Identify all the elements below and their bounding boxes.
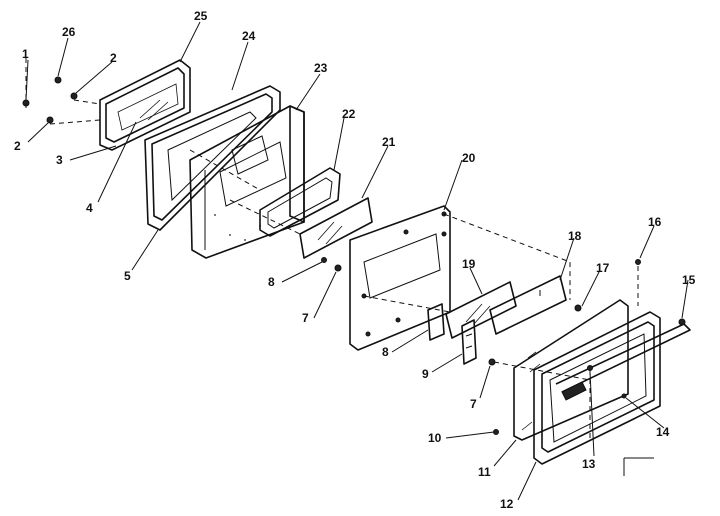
callout-9: 9 [422,367,429,381]
outer-door-frame-part-12 [533,311,661,465]
callout-21: 21 [382,135,396,149]
callout-19: 19 [462,257,476,271]
screw-part-26 [54,76,62,84]
door-liner-part-25 [99,59,191,151]
glass-panel-part-19 [445,281,517,339]
callout-22: 22 [342,107,356,121]
callout-5: 5 [124,269,131,283]
callout-26: 26 [62,25,76,39]
screw-part-14 [621,393,627,399]
door-frame-part-23 [189,105,305,259]
callout-7b: 7 [470,397,477,411]
callout-2b: 2 [14,139,21,153]
callout-13: 13 [582,457,596,471]
callout-10: 10 [428,431,442,445]
screw-part-2a [46,116,54,124]
callout-8a: 8 [268,275,275,289]
callout-18: 18 [568,229,582,243]
callout-14: 14 [656,425,670,439]
inner-door-panel-part-20 [349,205,451,351]
screw-part-7a [334,264,342,272]
leader-lines [25,21,689,501]
hinge-part-9 [461,319,477,365]
callout-11: 11 [478,465,491,479]
screw-part-17 [574,304,582,312]
callout-24: 24 [242,29,256,43]
callout-1: 1 [22,47,29,61]
door-liner-part-24 [144,85,281,231]
callout-7a: 7 [302,311,309,325]
door-handle-part-15 [555,318,691,393]
callout-16: 16 [648,215,662,229]
callout-8b: 8 [382,345,389,359]
glass-panel-part-18 [489,275,567,335]
corner-mark [623,457,654,476]
screw-part-16 [635,259,641,265]
gasket-part-22 [259,167,341,237]
callout-20: 20 [462,151,476,165]
callout-23: 23 [314,61,328,75]
screw-part-8a [321,257,327,263]
outer-glass-part-11 [513,299,629,441]
hinge-part-8b [427,303,445,341]
callout-2a: 2 [110,51,117,65]
callout-15: 15 [682,273,696,287]
glass-panel-part-21 [299,197,373,259]
trim-part-13 [561,365,593,401]
callout-labels: 1 26 25 2 2 3 4 5 24 23 22 21 20 18 19 1… [14,9,696,511]
screw-part-2b [70,92,78,100]
callout-17: 17 [596,261,610,275]
callout-25: 25 [194,9,208,23]
screw-part-10 [493,429,499,435]
callout-4: 4 [86,201,93,215]
callout-3: 3 [56,153,63,167]
callout-12: 12 [500,497,514,511]
